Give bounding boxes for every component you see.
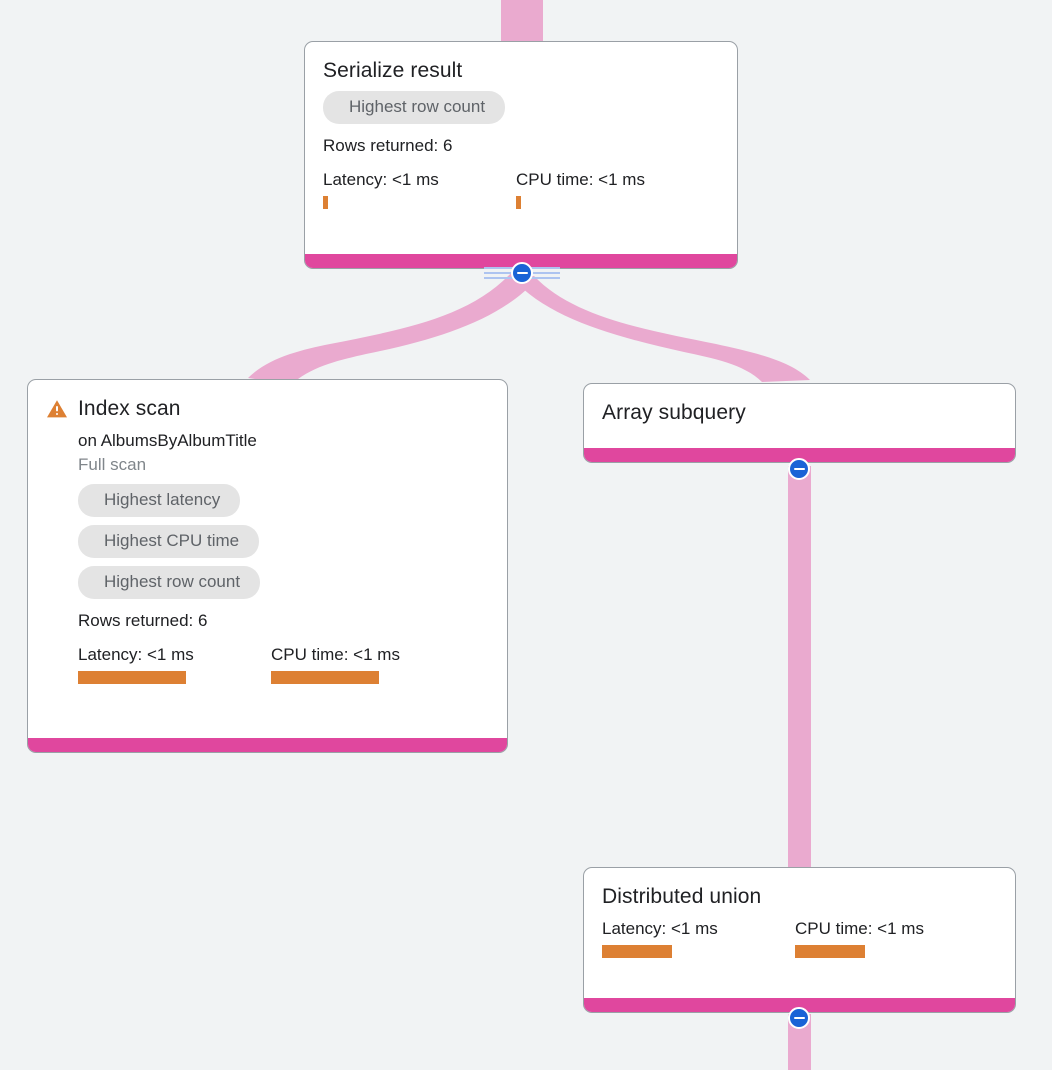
collapse-toggle-serialize-result[interactable] (511, 262, 533, 284)
metric-cpu-time: CPU time: <1 ms (516, 169, 645, 209)
node-title: Index scan (78, 397, 181, 420)
node-title: Distributed union (602, 885, 762, 908)
chip-highest-row-count[interactable]: Highest row count (78, 566, 261, 599)
plan-node-array-subquery[interactable]: Array subquery (583, 383, 1016, 463)
node-subtitle-index: on AlbumsByAlbumTitle (78, 431, 257, 450)
edge-array-subquery-to-distributed-union (788, 466, 811, 870)
chip-highest-row-count[interactable]: Highest row count (323, 91, 506, 124)
metric-latency-bar (602, 945, 672, 958)
edge-serialize-to-array-subquery (512, 276, 810, 382)
metric-latency: Latency: <1 ms (78, 644, 271, 684)
node-chip-list: Highest row count (323, 91, 719, 124)
chip-highest-cpu-time[interactable]: Highest CPU time (78, 525, 260, 558)
metric-cpu-time-label: CPU time: <1 ms (516, 170, 645, 189)
collapse-toggle-array-subquery[interactable] (788, 458, 810, 480)
metric-cpu-time: CPU time: <1 ms (271, 644, 400, 684)
node-metrics: Latency: <1 ms CPU time: <1 ms (323, 169, 719, 209)
node-body: Distributed union Latency: <1 ms CPU tim… (584, 868, 1015, 998)
node-metrics: Latency: <1 ms CPU time: <1 ms (602, 918, 997, 958)
collapse-toggle-distributed-union[interactable] (788, 1007, 810, 1029)
metric-cpu-time-label: CPU time: <1 ms (271, 645, 400, 664)
metric-latency-label: Latency: <1 ms (323, 170, 439, 189)
edge-serialize-to-index-scan (248, 272, 536, 384)
chip-highest-latency[interactable]: Highest latency (78, 484, 241, 517)
metric-cpu-time-label: CPU time: <1 ms (795, 919, 924, 938)
metric-cpu-time-bar (795, 945, 865, 958)
node-rows-returned: Rows returned: 6 (78, 611, 208, 630)
metric-latency-bar (78, 671, 186, 684)
node-title-row: Index scan (46, 396, 489, 424)
plan-node-serialize-result[interactable]: Serialize result Highest row count Rows … (304, 41, 738, 269)
warning-triangle-icon (46, 399, 68, 424)
node-subtitle-scan-type: Full scan (78, 455, 147, 474)
node-detail-block: on AlbumsByAlbumTitle Full scan Highest … (46, 428, 489, 684)
node-body: Array subquery (584, 384, 1015, 448)
metric-latency: Latency: <1 ms (323, 169, 516, 209)
plan-node-distributed-union[interactable]: Distributed union Latency: <1 ms CPU tim… (583, 867, 1016, 1013)
node-accent-bar (584, 448, 1015, 462)
metric-latency: Latency: <1 ms (602, 918, 795, 958)
node-accent-bar (28, 738, 507, 752)
metric-cpu-time-bar (271, 671, 379, 684)
node-accent-bar (305, 254, 737, 268)
metric-latency-label: Latency: <1 ms (78, 645, 194, 664)
metric-cpu-time-bar (516, 196, 521, 209)
node-title: Serialize result (323, 59, 463, 82)
edge-incoming-root (501, 0, 543, 43)
node-body: Serialize result Highest row count Rows … (305, 42, 737, 254)
node-body: Index scan on AlbumsByAlbumTitle Full sc… (28, 380, 507, 738)
node-metrics: Latency: <1 ms CPU time: <1 ms (78, 644, 489, 684)
metric-latency-label: Latency: <1 ms (602, 919, 718, 938)
plan-node-index-scan[interactable]: Index scan on AlbumsByAlbumTitle Full sc… (27, 379, 508, 753)
node-title: Array subquery (602, 401, 746, 424)
metric-cpu-time: CPU time: <1 ms (795, 918, 924, 958)
node-title-row: Serialize result (323, 58, 719, 84)
metric-latency-bar (323, 196, 328, 209)
node-accent-bar (584, 998, 1015, 1012)
node-chip-list: Highest latency Highest CPU time Highest… (78, 484, 489, 599)
node-rows-returned: Rows returned: 6 (323, 136, 453, 155)
